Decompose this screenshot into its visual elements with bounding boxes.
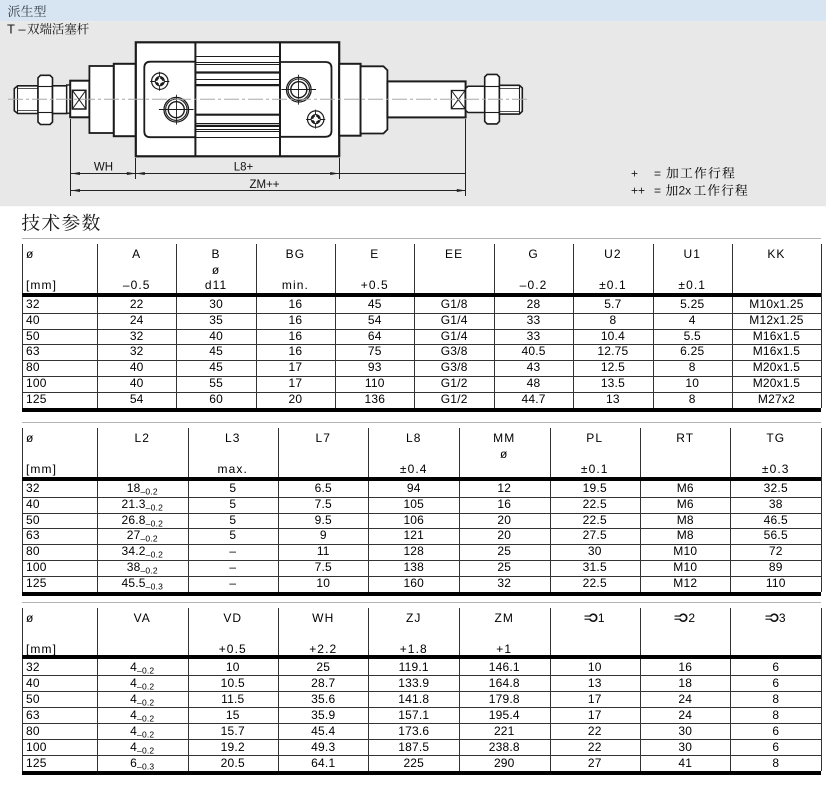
svg-text:ZM++: ZM++: [249, 179, 279, 191]
svg-text:++: ++: [631, 184, 645, 198]
svg-text:+: +: [631, 166, 638, 180]
svg-text:L8+: L8+: [234, 162, 254, 174]
svg-text:2x: 2x: [679, 184, 692, 198]
svg-text:=: =: [654, 184, 661, 198]
svg-text:WH: WH: [94, 162, 113, 174]
svg-text:T –: T –: [7, 22, 26, 37]
svg-text:=: =: [654, 166, 661, 180]
